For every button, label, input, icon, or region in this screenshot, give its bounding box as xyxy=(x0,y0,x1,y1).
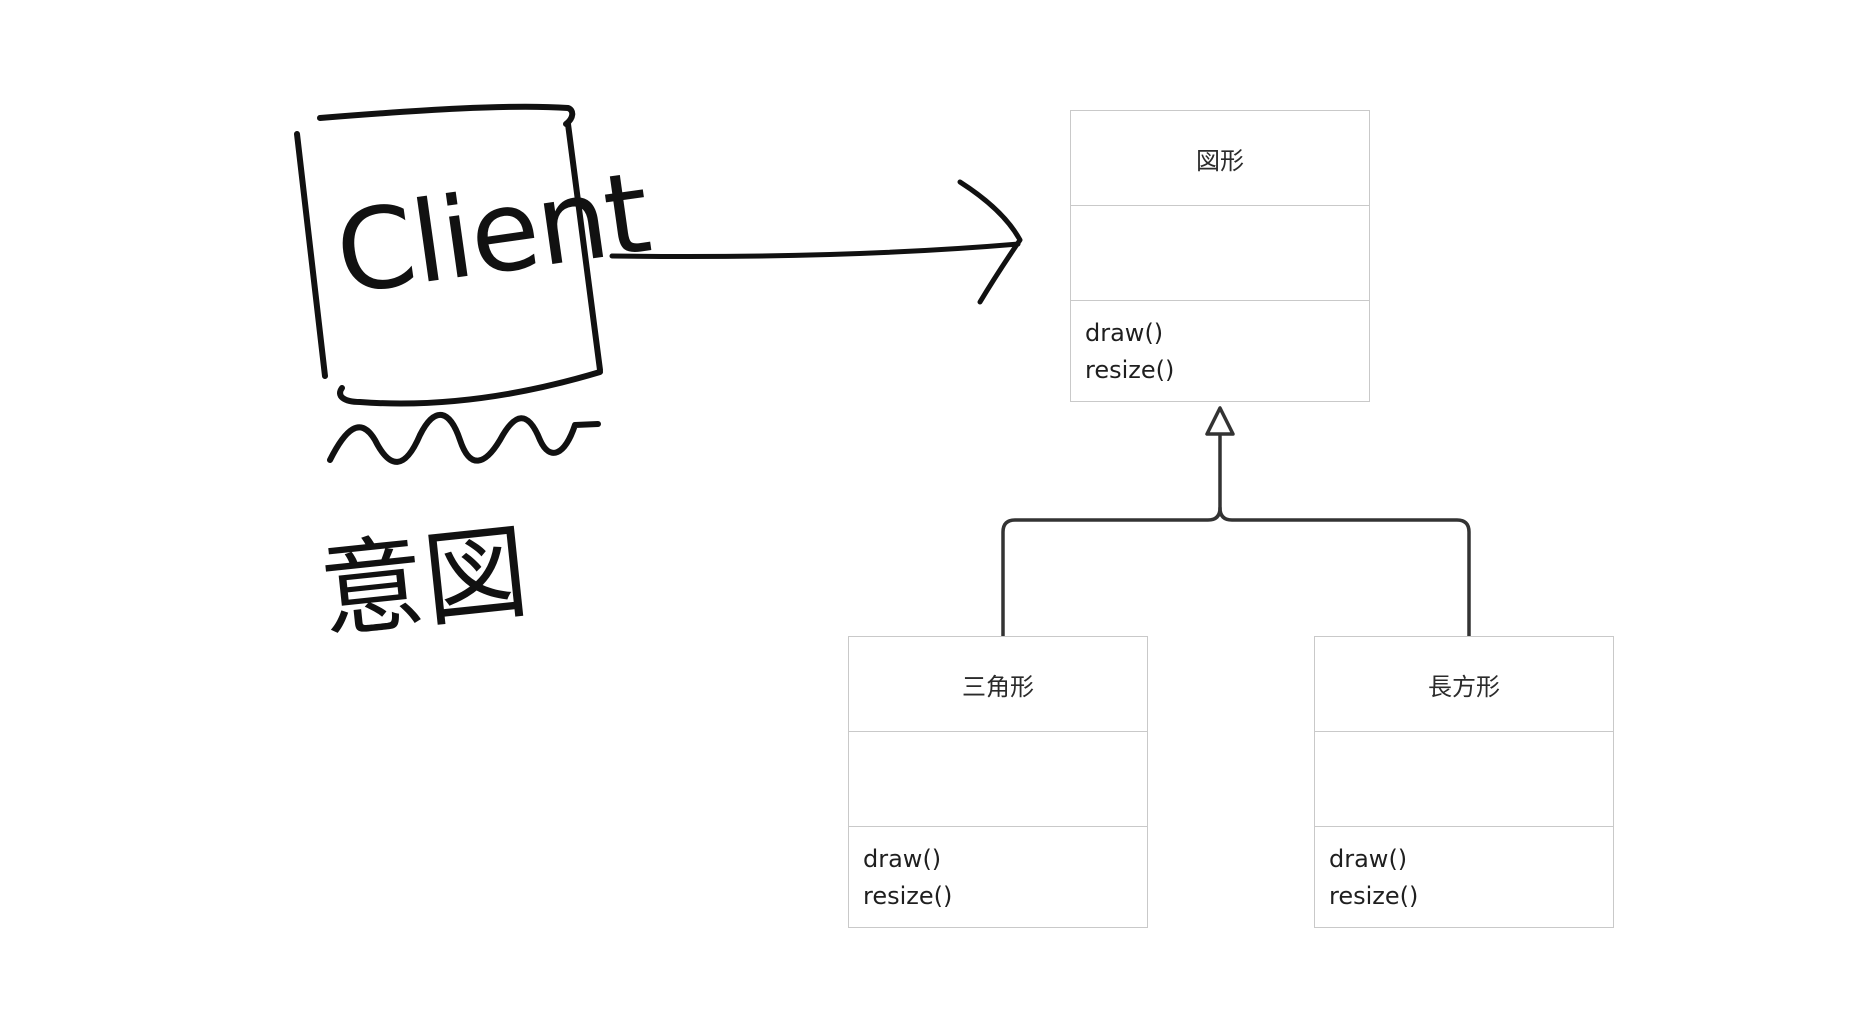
intent-note-label: 意図 xyxy=(314,510,534,654)
client-box-left-edge xyxy=(294,131,328,379)
uml-class-name: 図形 xyxy=(1071,111,1369,206)
uml-methods-section: draw() resize() xyxy=(1315,827,1613,927)
uml-method: draw() xyxy=(1329,845,1408,873)
uml-attributes-section xyxy=(1315,732,1613,827)
uml-method: resize() xyxy=(863,882,953,910)
uml-attributes-section xyxy=(1071,206,1369,301)
dependency-arrow-head xyxy=(957,179,1023,305)
uml-class-name: 長方形 xyxy=(1315,637,1613,732)
uml-class-rectangle[interactable]: 長方形 draw() resize() xyxy=(1314,636,1614,928)
client-box-bottom-edge xyxy=(337,369,603,407)
connector-triangle-to-shape xyxy=(1001,434,1222,638)
client-wavy-underline xyxy=(327,411,601,465)
generalization-connectors xyxy=(1001,406,1471,638)
dependency-arrow-shaft xyxy=(609,241,1021,259)
client-box-top-edge xyxy=(317,103,576,127)
uml-class-triangle[interactable]: 三角形 draw() resize() xyxy=(848,636,1148,928)
uml-methods-section: draw() resize() xyxy=(1071,301,1369,401)
uml-methods-section: draw() resize() xyxy=(849,827,1147,927)
dependency-arrow-sketch xyxy=(609,179,1023,305)
connector-rectangle-to-shape xyxy=(1218,506,1471,638)
uml-method: resize() xyxy=(1329,882,1419,910)
uml-class-shape[interactable]: 図形 draw() resize() xyxy=(1070,110,1370,402)
generalization-arrowhead xyxy=(1205,406,1235,436)
client-box-sketch xyxy=(294,103,603,465)
uml-attributes-section xyxy=(849,732,1147,827)
uml-method: draw() xyxy=(1085,319,1164,347)
uml-method: draw() xyxy=(863,845,942,873)
uml-class-name: 三角形 xyxy=(849,637,1147,732)
uml-method: resize() xyxy=(1085,356,1175,384)
client-box-right-edge xyxy=(565,121,603,373)
